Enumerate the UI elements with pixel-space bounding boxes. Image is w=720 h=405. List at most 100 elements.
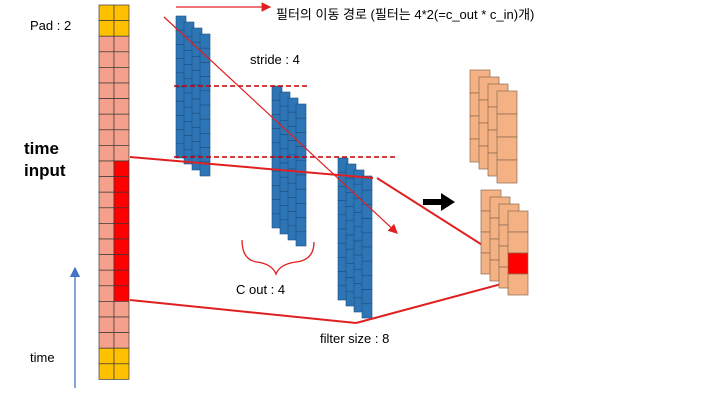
c-out-label: C out : 4 bbox=[236, 282, 286, 297]
filter-cell bbox=[199, 104, 211, 120]
filter-path-label: 필터의 이동 경로 (필터는 4*2(=c_out * c_in)개) bbox=[276, 7, 535, 22]
input-cell bbox=[113, 269, 130, 287]
filter-cell bbox=[199, 161, 211, 177]
input-cell bbox=[113, 223, 130, 240]
input-cell bbox=[113, 160, 130, 177]
input-cell bbox=[98, 207, 115, 224]
output-stack-upper-cell bbox=[496, 136, 518, 161]
input-cell bbox=[98, 4, 115, 21]
input-cell bbox=[113, 113, 130, 131]
output-stack-lower-cell bbox=[507, 231, 529, 254]
filter-cell bbox=[361, 275, 373, 290]
filter-cell bbox=[199, 33, 211, 49]
stack1-filter bbox=[175, 15, 187, 159]
filter-cell bbox=[361, 303, 373, 319]
output-stack-lower-cell bbox=[507, 273, 529, 296]
output-stack-lower-cell bbox=[507, 252, 529, 275]
output-stack-upper-cell bbox=[496, 159, 518, 184]
path-arrow-diagonal bbox=[163, 16, 398, 234]
filter-cell bbox=[199, 62, 211, 77]
input-cell bbox=[113, 67, 130, 84]
filter-cell bbox=[295, 231, 307, 247]
input-cell bbox=[98, 176, 115, 193]
input-cell bbox=[113, 176, 130, 193]
input-cell bbox=[113, 82, 130, 99]
right-arrow-icon bbox=[423, 193, 455, 211]
input-to-filter-bottom bbox=[129, 299, 357, 324]
input-cell bbox=[113, 20, 130, 37]
filter-cell bbox=[199, 133, 211, 148]
input-cell bbox=[113, 191, 130, 209]
input-cell bbox=[113, 4, 130, 21]
filter-cell bbox=[295, 188, 307, 204]
input-cell bbox=[98, 347, 115, 365]
filter-cell bbox=[361, 260, 373, 276]
input-cell bbox=[113, 301, 130, 318]
input-cell bbox=[113, 316, 130, 333]
input-cell bbox=[113, 98, 130, 115]
input-cell bbox=[113, 35, 130, 53]
input-cell bbox=[113, 129, 130, 146]
input-cell bbox=[98, 285, 115, 302]
input-cell bbox=[98, 316, 115, 333]
input-cell bbox=[98, 254, 115, 271]
filter-size-label: filter size : 8 bbox=[320, 331, 390, 346]
filter-cell bbox=[199, 90, 211, 106]
filter-cell bbox=[199, 147, 211, 163]
input-cell bbox=[98, 269, 115, 287]
filter-cell bbox=[361, 246, 373, 262]
filter-cell bbox=[361, 232, 373, 248]
input-cell bbox=[98, 51, 115, 68]
time-input-label-line2: input bbox=[24, 161, 66, 180]
pad-label: Pad : 2 bbox=[30, 18, 72, 33]
filter-cell bbox=[295, 217, 307, 233]
stack3-filter bbox=[361, 175, 373, 319]
input-cell bbox=[98, 98, 115, 115]
input-cell bbox=[98, 82, 115, 99]
filter-to-output-bottom bbox=[355, 281, 510, 324]
input-cell bbox=[98, 301, 115, 318]
input-cell bbox=[113, 238, 130, 255]
input-cell bbox=[113, 347, 130, 365]
filter-cell bbox=[199, 76, 211, 92]
input-cell bbox=[98, 332, 115, 349]
filter-cell bbox=[295, 103, 307, 119]
input-cell bbox=[98, 20, 115, 37]
filter-cell bbox=[361, 218, 373, 234]
input-cell bbox=[98, 238, 115, 255]
input-to-filter-top bbox=[129, 156, 374, 179]
input-cell bbox=[98, 145, 115, 162]
stack2-filter bbox=[295, 103, 307, 247]
input-cell bbox=[113, 332, 130, 349]
input-cell bbox=[113, 51, 130, 68]
output-stack-upper-cell bbox=[496, 113, 518, 138]
stride-label: stride : 4 bbox=[250, 52, 300, 67]
input-cell bbox=[98, 113, 115, 131]
input-cell bbox=[113, 145, 130, 162]
input-cell bbox=[98, 67, 115, 84]
time-input-label-line1: time bbox=[24, 139, 59, 158]
input-cell bbox=[113, 207, 130, 224]
input-cell bbox=[98, 223, 115, 240]
input-cell bbox=[98, 363, 115, 380]
input-cell bbox=[113, 363, 130, 380]
filter-cell bbox=[199, 118, 211, 134]
output-stack-lower-cell bbox=[507, 210, 529, 233]
stack3-filter bbox=[345, 163, 357, 307]
filter-cell bbox=[295, 117, 307, 133]
input-cell bbox=[98, 35, 115, 53]
filter-cell bbox=[295, 146, 307, 162]
filter-cell bbox=[361, 289, 373, 305]
input-cell bbox=[113, 285, 130, 302]
filter-cell bbox=[295, 174, 307, 190]
time-axis-label: time bbox=[30, 350, 55, 365]
output-stack-upper-cell bbox=[496, 90, 518, 115]
c-out-brace bbox=[241, 239, 315, 276]
filter-cell bbox=[295, 203, 307, 218]
input-cell bbox=[98, 129, 115, 146]
filter-cell bbox=[361, 204, 373, 219]
input-cell bbox=[98, 191, 115, 209]
input-cell bbox=[98, 160, 115, 177]
